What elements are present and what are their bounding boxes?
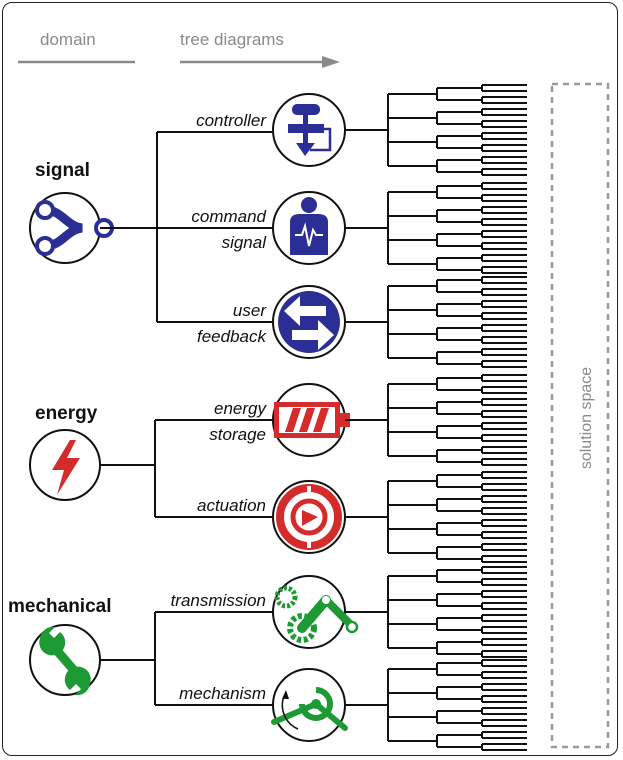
solution-space-label: solution space <box>578 367 595 469</box>
crank-mechanism-icon <box>271 668 348 742</box>
wrench-icon <box>29 624 101 696</box>
flowchart-icon <box>272 93 346 167</box>
branch-label-transmission: transmission <box>171 591 266 610</box>
tree-diagrams <box>345 84 527 751</box>
branch-label-storage: storage <box>209 425 266 444</box>
solution-space-box <box>550 82 610 749</box>
battery-icon <box>272 383 350 457</box>
branch-label-signal: signal <box>222 233 268 252</box>
branch-label-mechanism: mechanism <box>179 684 266 703</box>
header-tree-arrowhead <box>322 56 340 68</box>
branch-label-actuation: actuation <box>197 496 266 515</box>
branch-label-controller: controller <box>196 111 267 130</box>
gears-arm-icon <box>272 575 359 649</box>
branch-label-user: user <box>233 301 267 320</box>
header-domain-label: domain <box>40 30 96 49</box>
mechanical-connectors <box>100 611 272 706</box>
feedback-arrows-icon <box>272 285 346 359</box>
lightning-icon <box>29 429 101 501</box>
domain-label-mechanical: mechanical <box>8 596 112 617</box>
signal-connectors <box>100 131 272 323</box>
branch-label-energy: energy <box>214 399 267 418</box>
branch-label-command: command <box>191 207 266 226</box>
domain-label-signal: signal <box>35 160 90 181</box>
energy-connectors <box>100 419 272 518</box>
motor-icon <box>272 480 346 554</box>
branch-label-feedback: feedback <box>197 327 267 346</box>
header-tree-label: tree diagrams <box>180 30 284 49</box>
signal-split-icon <box>29 192 114 264</box>
domain-label-energy: energy <box>35 403 98 424</box>
user-signal-icon <box>272 191 346 265</box>
